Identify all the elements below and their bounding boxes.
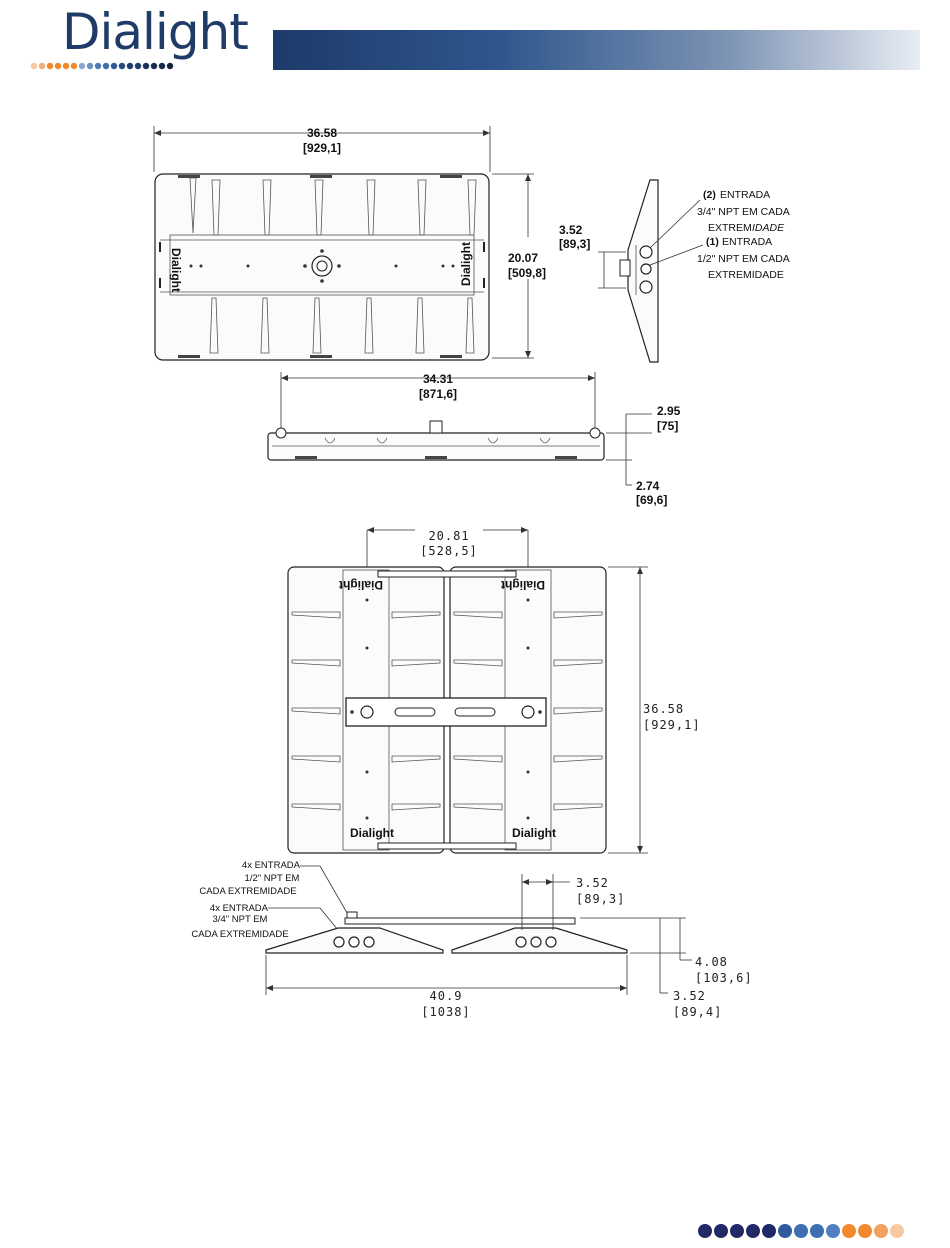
double-spacing-mm: [528,5] — [420, 544, 478, 558]
logo-dots — [30, 62, 174, 70]
side-offset-mm: [89,3] — [559, 237, 590, 251]
note-a-line2: 1/2" NPT EM — [245, 873, 300, 884]
double-top-view: 20.81 [528,5] — [287, 520, 701, 854]
front-view: 34.31 [871,6] 2.95 [75] 2.74 [69,6] — [267, 372, 681, 507]
side-note1-qty: (1) — [706, 236, 719, 248]
side-note2-line3b: IDADE — [752, 222, 785, 234]
double-spacing-in: 20.81 — [428, 529, 469, 543]
note-a-line3: CADA EXTREMIDADE — [199, 886, 296, 897]
brand-logo: Dialight — [62, 3, 249, 61]
double-height-in: 36.58 — [643, 702, 684, 716]
double-h2-in: 3.52 — [673, 989, 706, 1003]
double-logo-bottom-left: Dialight — [350, 826, 394, 840]
top-height-in: 20.07 — [508, 251, 538, 265]
side-view: 3.52 [89,3] (2) ENTRADA 3/4" NPT EM CADA… — [559, 179, 790, 363]
footer-dots — [698, 1224, 904, 1238]
note-b-line3: CADA EXTREMIDADE — [191, 929, 288, 940]
top-view: 36.58 [929,1] — [153, 126, 555, 361]
logo-dots-decoration — [30, 62, 174, 70]
top-height-mm: [509,8] — [508, 266, 546, 280]
note-a-line1: 4x ENTRADA — [242, 860, 301, 871]
side-note1-line2: 1/2" NPT EM CADA — [697, 253, 790, 265]
double-width-in: 40.9 — [430, 989, 463, 1003]
front-h2-in: 2.74 — [636, 479, 660, 493]
double-offset-in: 3.52 — [576, 876, 609, 890]
footer-dots-decoration — [698, 1224, 904, 1238]
front-width-mm: [871,6] — [419, 387, 457, 401]
front-h1-in: 2.95 — [657, 404, 681, 418]
side-note2-line3a: EXTREM — [708, 222, 752, 234]
side-offset-in: 3.52 — [559, 223, 583, 237]
side-note2-title: ENTRADA — [720, 189, 770, 201]
double-logo-top-left: Dialight — [339, 578, 383, 592]
top-logo-right: Dialight — [459, 242, 473, 286]
note-b-line1: 4x ENTRADA — [210, 903, 269, 914]
double-h2-mm: [89,4] — [673, 1005, 722, 1019]
double-front-view: 4x ENTRADA 1/2" NPT EM CADA EXTREMIDADE … — [191, 860, 753, 1019]
front-h1-mm: [75] — [657, 419, 678, 433]
side-note1-title: ENTRADA — [722, 236, 772, 248]
double-width-mm: [1038] — [421, 1005, 470, 1019]
double-height-mm: [929,1] — [643, 718, 701, 732]
top-width-mm: [929,1] — [303, 141, 341, 155]
side-note2-line2: 3/4" NPT EM CADA — [697, 206, 790, 218]
side-note2-qty: (2) — [703, 189, 716, 201]
front-h2-mm: [69,6] — [636, 493, 667, 507]
header-gradient-bar — [273, 30, 920, 70]
top-logo-left: Dialight — [169, 248, 183, 292]
side-note1-line3: EXTREMIDADE — [708, 269, 784, 281]
double-logo-bottom-right: Dialight — [512, 826, 556, 840]
double-offset-mm: [89,3] — [576, 892, 625, 906]
double-h1-mm: [103,6] — [695, 971, 753, 985]
note-b-line2: 3/4" NPT EM — [213, 914, 268, 925]
double-h1-in: 4.08 — [695, 955, 728, 969]
page-header: Dialight — [0, 0, 950, 80]
top-width-in: 36.58 — [307, 126, 337, 140]
front-width-in: 34.31 — [423, 372, 453, 386]
double-logo-top-right: Dialight — [501, 578, 545, 592]
